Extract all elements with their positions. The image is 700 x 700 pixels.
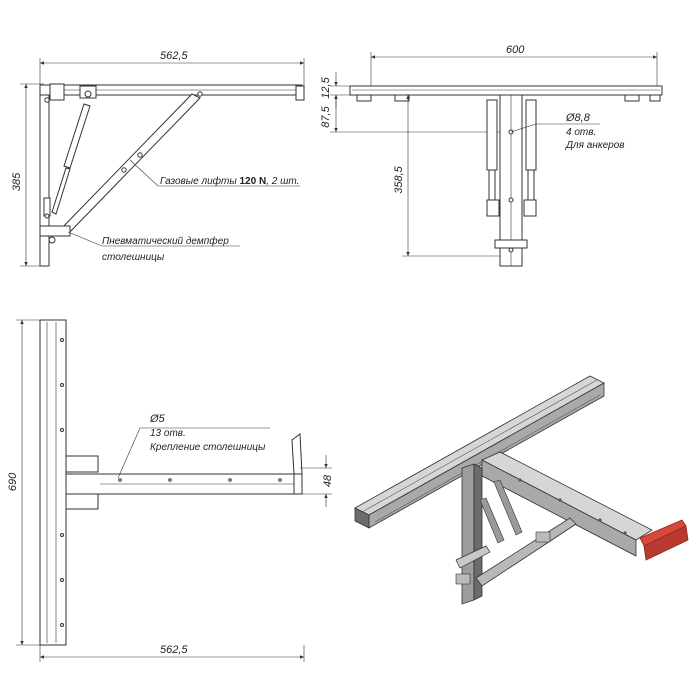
side-gas-lift-cylinder: [63, 103, 91, 169]
side-diagonal-brace: [57, 93, 201, 237]
iso-gas-lift-left: [479, 497, 505, 544]
side-wall-post: [39, 85, 50, 267]
front-hole-purpose: Для анкеров: [565, 140, 625, 151]
front-height-dimension: 358,5: [393, 165, 405, 193]
side-height-dimension: 385: [11, 172, 23, 191]
side-width-dimension: 562,5: [160, 50, 188, 62]
front-width-dimension: 600: [506, 44, 525, 56]
top-rail-holes: [60, 338, 64, 627]
gas-lift-note: Газовые лифты 120 N, 2 шт.: [160, 175, 299, 187]
iso-gas-lift-right: [493, 479, 523, 536]
isometric-view: [354, 375, 689, 605]
side-gas-lift-rod: [51, 167, 71, 215]
front-hole-count: 4 отв.: [566, 127, 596, 138]
top-mount-plate-upper: [65, 455, 99, 473]
top-width-dimension: 562,5: [160, 644, 188, 656]
front-gas-lift-right: [525, 99, 537, 171]
front-view: 600 12,5 87,5 358,5: [320, 44, 663, 267]
front-gap-dimension: 87,5: [320, 105, 332, 127]
side-bar-end-cap: [295, 85, 305, 101]
side-hinge-block: [49, 83, 65, 101]
top-arm-holes: [118, 478, 282, 482]
top-hole-diameter: Ø5: [149, 413, 166, 425]
iso-lower-bracket: [455, 545, 491, 569]
top-depth-dimension: 48: [322, 474, 334, 487]
damper-note-line2: столешницы: [102, 252, 165, 263]
side-damper-bracket: [39, 225, 71, 237]
top-height-dimension: 690: [7, 472, 19, 491]
side-view: 562,5 385 Газовые лифты 120 N, 2 шт.: [11, 50, 305, 267]
top-hole-count: 13 отв.: [150, 428, 186, 439]
iso-diagonal-brace: [475, 517, 577, 587]
front-hole-diameter: Ø8,8: [565, 112, 591, 124]
front-top-bar: [349, 85, 663, 96]
damper-note-line1: Пневматический демпфер: [102, 235, 229, 247]
top-wall-rail: [39, 319, 67, 646]
top-mount-plate-lower: [65, 492, 99, 510]
top-hole-purpose: Крепление столешницы: [150, 442, 266, 453]
top-view: 690 48: [7, 319, 334, 662]
front-gas-lift-left: [486, 99, 498, 171]
front-top-thickness-dimension: 12,5: [320, 76, 332, 98]
